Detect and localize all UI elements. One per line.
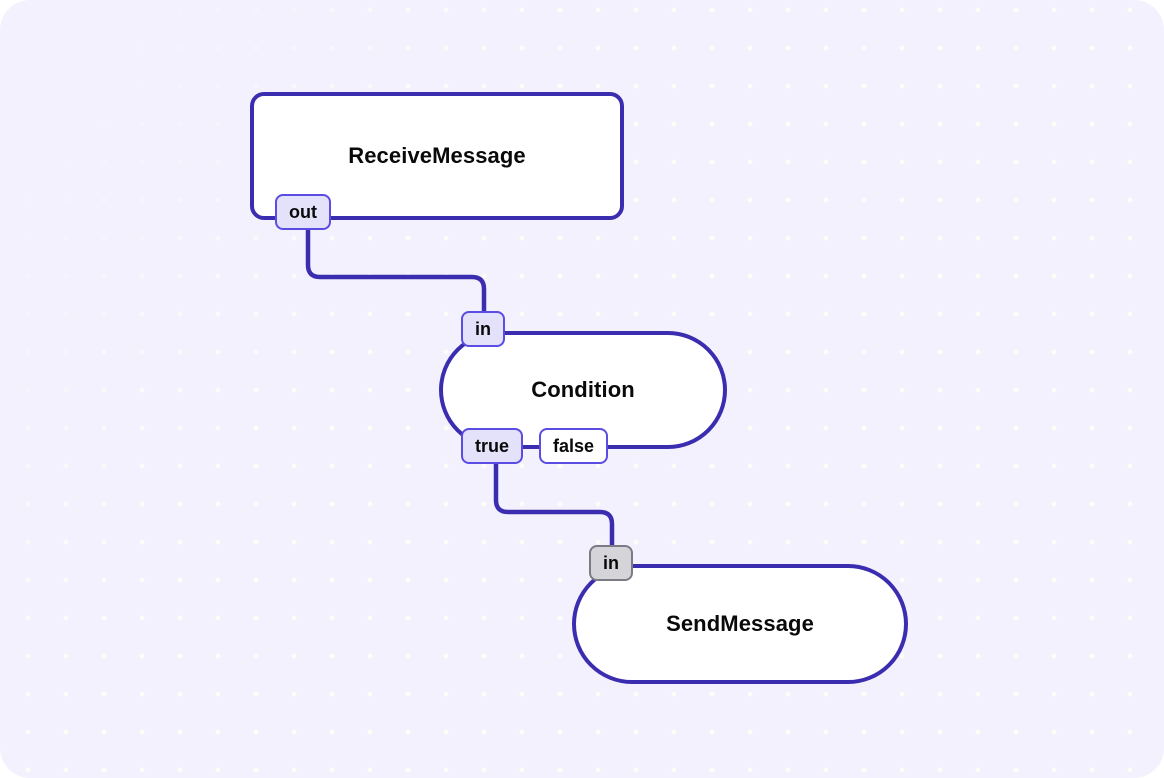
port-receive-message-out[interactable]: out [275, 194, 331, 230]
node-title: Condition [531, 377, 635, 402]
port-label: in [603, 553, 619, 573]
edge-condition-true-to-send-in [493, 461, 615, 552]
port-send-message-in[interactable]: in [589, 545, 633, 581]
port-label: out [289, 202, 317, 222]
node-title: ReceiveMessage [348, 143, 526, 168]
port-label: true [475, 436, 510, 456]
port-condition-false[interactable]: false [539, 428, 609, 464]
port-condition-in[interactable]: in [461, 311, 505, 347]
node-title: SendMessage [666, 611, 814, 636]
port-condition-true[interactable]: true [461, 428, 524, 464]
node-send-message[interactable]: SendMessage [572, 564, 908, 684]
edge-receive-out-to-condition-in [305, 227, 487, 318]
port-label: false [553, 436, 595, 456]
port-label: in [475, 319, 491, 339]
